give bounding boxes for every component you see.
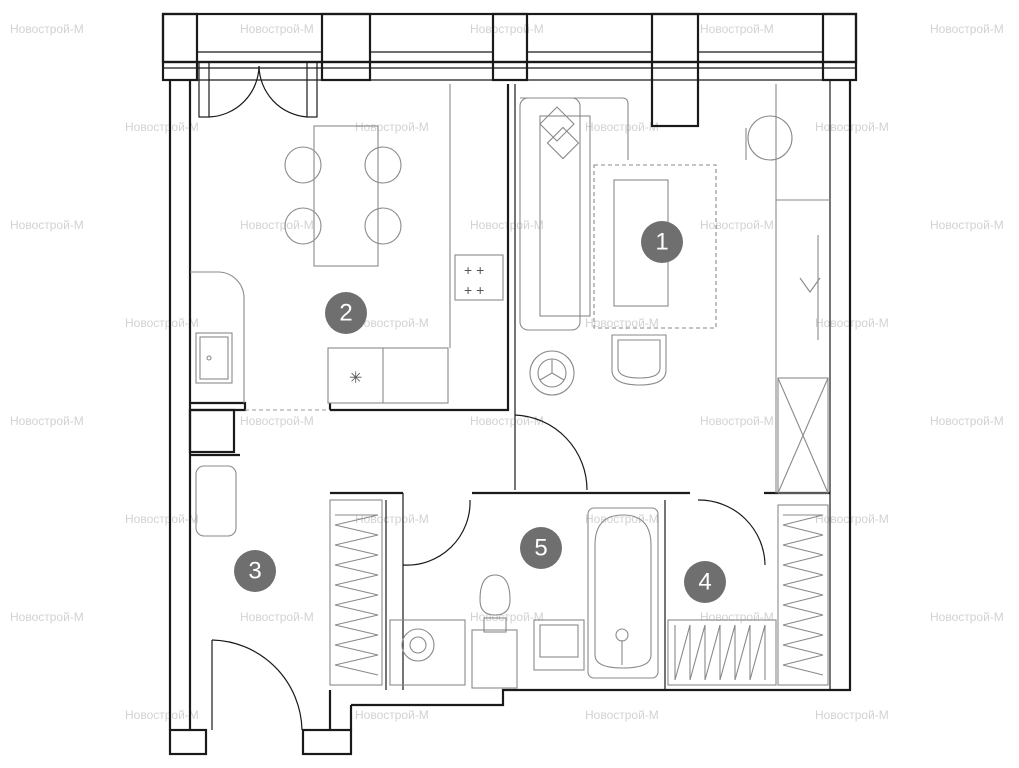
living-furniture — [519, 84, 830, 494]
watermark: Новострой-М — [585, 120, 659, 134]
watermark: Новострой-М — [240, 218, 314, 232]
watermark: Новострой-М — [125, 316, 199, 330]
watermark: Новострой-М — [930, 610, 1004, 624]
outer-walls — [168, 80, 852, 756]
watermark: Новострой-М — [585, 512, 659, 526]
watermark: Новострой-М — [700, 218, 774, 232]
watermark: Новострой-М — [930, 22, 1004, 36]
watermark: Новострой-М — [700, 610, 774, 624]
watermark: Новострой-М — [470, 22, 544, 36]
room-badge-5: 5 — [520, 527, 562, 569]
doors — [211, 414, 766, 731]
top-facade — [161, 12, 858, 128]
watermark: Новострой-М — [355, 120, 429, 134]
room-number-3: 3 — [248, 558, 261, 585]
watermark: Новострой-М — [700, 22, 774, 36]
room-number-2: 2 — [339, 300, 352, 327]
watermark: Новострой-М — [470, 414, 544, 428]
balcony-door — [198, 61, 318, 118]
watermark: Новострой-М — [585, 708, 659, 722]
watermark: Новострой-М — [470, 610, 544, 624]
room-badge-2: 2 — [325, 292, 367, 334]
watermark: Новострой-М — [355, 316, 429, 330]
watermark: Новострой-М — [10, 22, 84, 36]
watermark: Новострой-М — [10, 414, 84, 428]
watermark: Новострой-М — [125, 120, 199, 134]
room-badge-4: 4 — [684, 561, 726, 603]
watermark: Новострой-М — [125, 512, 199, 526]
watermark: Новострой-М — [815, 708, 889, 722]
kitchen-furniture: + + + + ✳ — [190, 84, 504, 404]
wardrobe-furniture — [667, 504, 829, 686]
interior-walls — [188, 84, 830, 690]
room-badge-1: 1 — [641, 221, 683, 263]
svg-text:+ +: + + — [464, 282, 484, 298]
svg-text:+ +: + + — [464, 262, 484, 278]
room-number-1: 1 — [655, 229, 668, 256]
watermark: Новострой-М — [355, 708, 429, 722]
watermark: Новострой-М — [815, 512, 889, 526]
watermark: Новострой-М — [930, 218, 1004, 232]
watermark: Новострой-М — [470, 218, 544, 232]
watermark: Новострой-М — [10, 218, 84, 232]
watermark-layer: Новострой-М Новострой-М Новострой-М Ново… — [10, 22, 1004, 722]
bathroom-fixtures — [389, 507, 659, 689]
watermark: Новострой-М — [125, 708, 199, 722]
watermark: Новострой-М — [815, 120, 889, 134]
watermark: Новострой-М — [815, 316, 889, 330]
hallway-furniture — [195, 465, 383, 686]
watermark: Новострой-М — [240, 22, 314, 36]
room-number-4: 4 — [698, 569, 711, 596]
watermark: Новострой-М — [240, 414, 314, 428]
watermark: Новострой-М — [240, 610, 314, 624]
watermark: Новострой-М — [585, 316, 659, 330]
watermark: Новострой-М — [700, 414, 774, 428]
room-badge-3: 3 — [234, 550, 276, 592]
watermark: Новострой-М — [10, 610, 84, 624]
watermark: Новострой-М — [355, 512, 429, 526]
watermark: Новострой-М — [930, 414, 1004, 428]
room-number-5: 5 — [534, 535, 547, 562]
svg-text:✳: ✳ — [349, 370, 362, 387]
